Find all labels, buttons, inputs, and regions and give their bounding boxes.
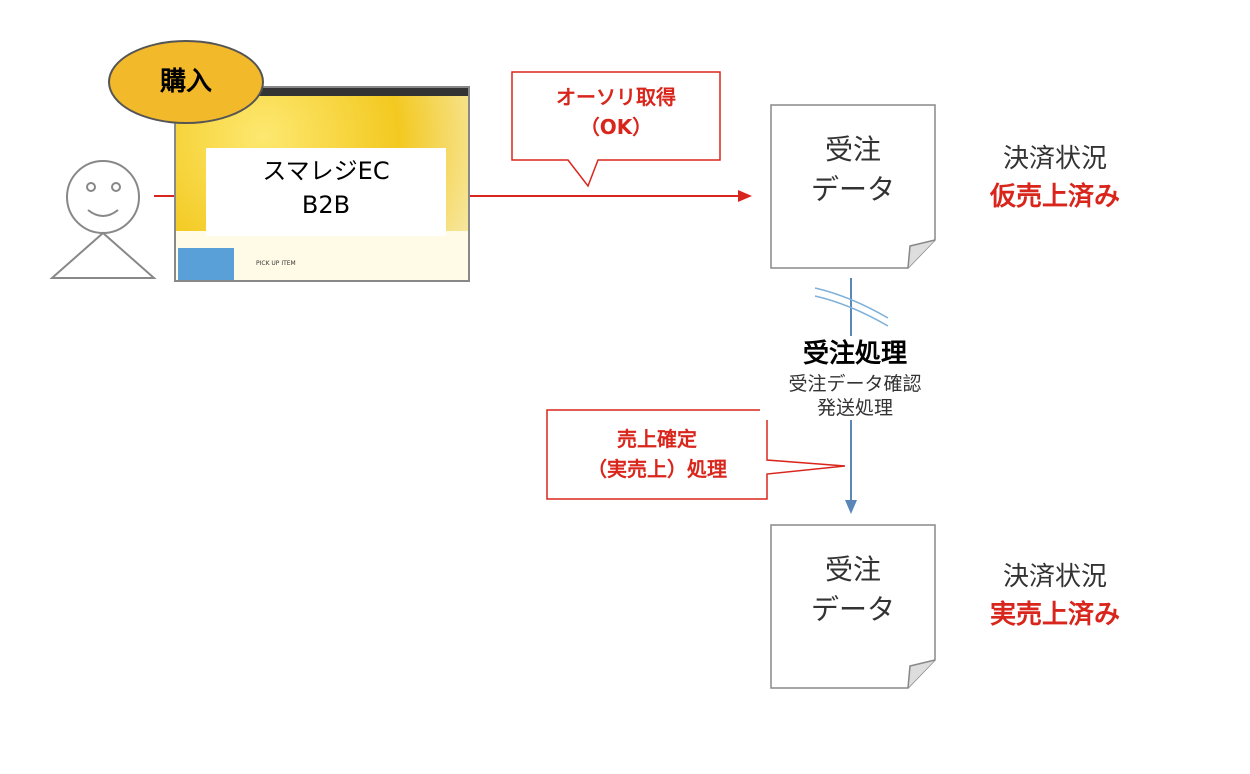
status2: 決済状況 実売上済み: [960, 558, 1150, 634]
doc2-line2: データ: [810, 593, 895, 626]
process-title: 受注処理: [802, 339, 907, 369]
auth-callout-line2: （OK）: [579, 115, 653, 139]
sales-callout: 売上確定 （実売上）処理: [547, 424, 767, 484]
sales-callout-line1: 売上確定: [617, 427, 697, 451]
doc2-line1: 受注: [824, 553, 881, 586]
auth-callout-box: [511, 71, 721, 188]
status1-label: 決済状況: [1002, 144, 1107, 174]
doc1-text: 受注 データ: [771, 130, 935, 210]
doc1-line1: 受注: [824, 133, 881, 166]
status1-value: 仮売上済み: [989, 182, 1120, 212]
auth-callout: オーソリ取得 （OK）: [512, 82, 720, 142]
status2-value: 実売上済み: [989, 600, 1120, 630]
process-line2: 発送処理: [816, 397, 893, 419]
pick-up-label: PICK UP ITEM: [256, 260, 296, 267]
purchase-bubble: 購入: [108, 40, 264, 124]
auth-callout-line1: オーソリ取得: [556, 85, 676, 109]
ec-name: スマレジEC: [262, 157, 390, 185]
doc2-text: 受注 データ: [771, 550, 935, 630]
status1: 決済状況 仮売上済み: [960, 140, 1150, 216]
process-label: 受注処理 受注データ確認 発送処理: [760, 336, 950, 420]
ec-type: B2B: [301, 191, 351, 219]
doc1-line2: データ: [810, 173, 895, 206]
status2-label: 決済状況: [1002, 562, 1107, 592]
person-icon: [49, 160, 157, 279]
sales-callout-line2: （実売上）処理: [587, 457, 727, 481]
time-break-icon: [814, 287, 889, 327]
process-line1: 受注データ確認: [788, 373, 922, 395]
